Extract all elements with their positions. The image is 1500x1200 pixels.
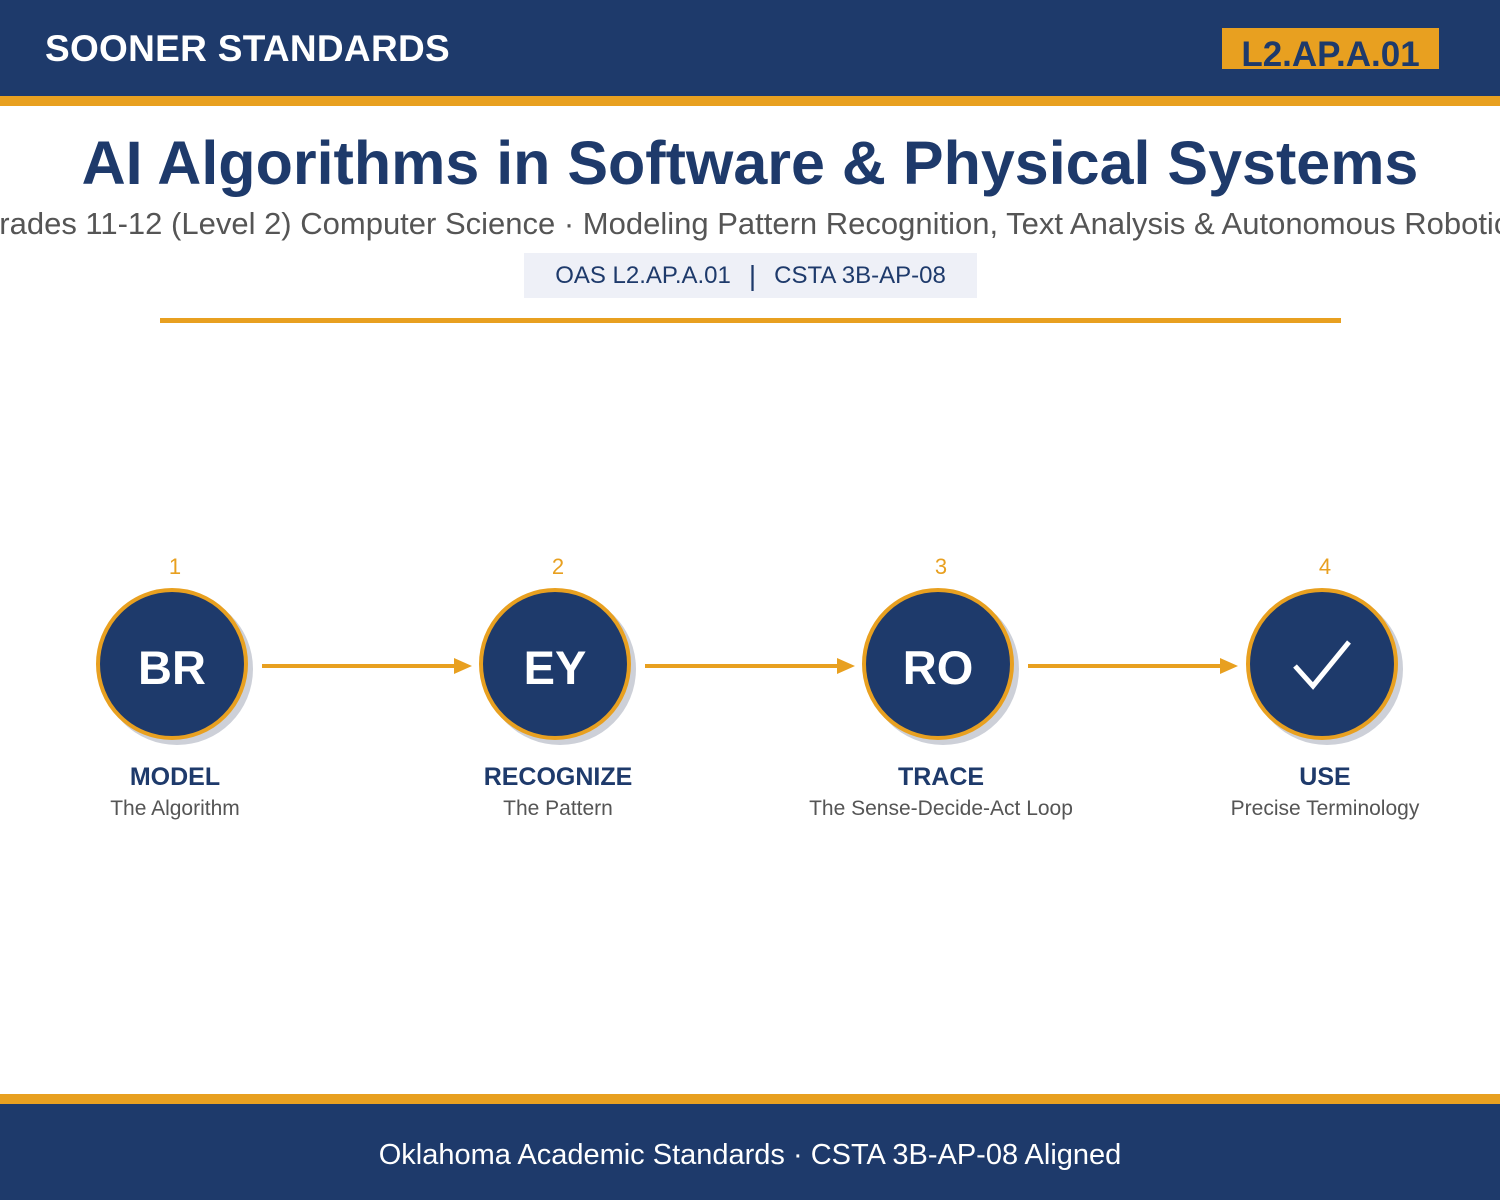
oas-standard: OAS L2.AP.A.01 bbox=[555, 261, 731, 289]
step-number: 2 bbox=[551, 554, 565, 579]
step-label: TRACE bbox=[897, 763, 985, 791]
step-number: 3 bbox=[934, 554, 948, 579]
standard-code-text: L2.AP.A.01 bbox=[1241, 35, 1420, 69]
step-abbr: EY bbox=[523, 641, 587, 694]
step-description: The Sense-Decide-Act Loop bbox=[809, 797, 1073, 820]
step-circle: EY bbox=[479, 588, 631, 740]
standards-separator: | bbox=[748, 259, 757, 291]
step-number: 4 bbox=[1318, 554, 1332, 579]
footer-bar bbox=[0, 1104, 1500, 1200]
step-label: RECOGNIZE bbox=[483, 763, 633, 791]
arrow-icon bbox=[262, 658, 472, 674]
standards-pill: OAS L2.AP.A.01 | CSTA 3B-AP-08 bbox=[524, 253, 977, 298]
step-label: USE bbox=[1299, 763, 1351, 791]
step-abbr: RO bbox=[902, 641, 974, 694]
page-title: AI Algorithms in Software & Physical Sys… bbox=[81, 129, 1419, 197]
step-description: The Algorithm bbox=[110, 797, 240, 820]
step-circle: BR bbox=[96, 588, 248, 740]
step-label: MODEL bbox=[129, 763, 221, 791]
step-circle bbox=[1246, 588, 1398, 740]
arrow-icon bbox=[1028, 658, 1238, 674]
checkmark-icon bbox=[1293, 640, 1351, 690]
brand-title: SOONER STANDARDS bbox=[45, 28, 450, 69]
page-subtitle: Grades 11-12 (Level 2) Computer Science … bbox=[0, 206, 1500, 241]
footer-text: Oklahoma Academic Standards · CSTA 3B-AP… bbox=[378, 1139, 1122, 1171]
step-description: The Pattern bbox=[503, 797, 613, 820]
footer-accent-stripe bbox=[0, 1094, 1500, 1104]
step-description: Precise Terminology bbox=[1230, 797, 1420, 820]
step-circle: RO bbox=[862, 588, 1014, 740]
step-number: 1 bbox=[168, 554, 182, 579]
header-accent-stripe bbox=[0, 96, 1500, 106]
standard-code-badge: L2.AP.A.01 bbox=[1222, 28, 1439, 69]
csta-standard: CSTA 3B-AP-08 bbox=[774, 261, 946, 289]
title-divider bbox=[160, 318, 1341, 323]
arrow-icon bbox=[645, 658, 855, 674]
step-abbr: BR bbox=[138, 641, 206, 694]
